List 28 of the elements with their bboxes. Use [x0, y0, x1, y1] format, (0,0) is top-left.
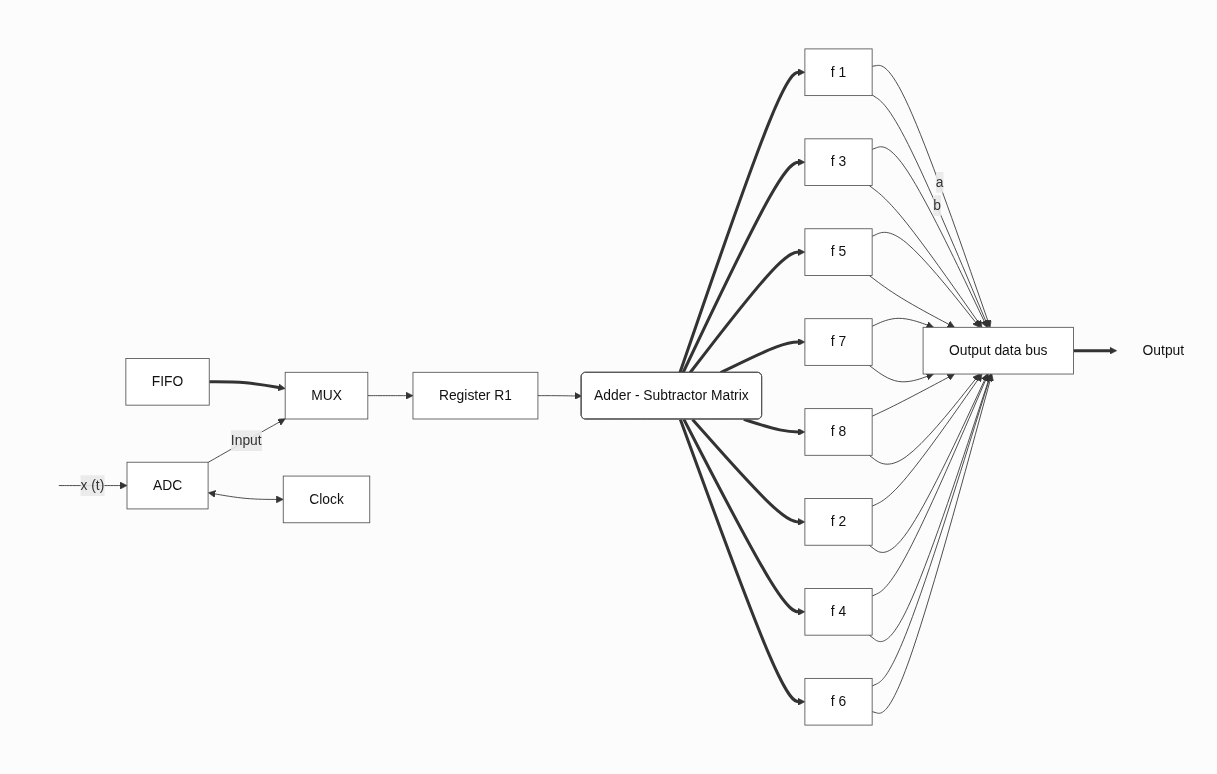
edge-label: b	[933, 197, 941, 213]
node-box: f 7	[804, 318, 873, 366]
node-box: Clock	[282, 475, 371, 524]
node-box: ADC	[126, 461, 209, 510]
edge-label: Input	[230, 432, 262, 448]
node-box: f 2	[804, 498, 873, 546]
edge-label: x (t)	[80, 477, 105, 493]
arrow	[678, 68, 806, 374]
node-box: Output data bus	[922, 326, 1074, 375]
arrow	[681, 158, 806, 374]
node-box: f 5	[804, 228, 873, 276]
node-box: FIFO	[125, 358, 210, 406]
node-box: f 3	[804, 138, 873, 186]
node-box: MUX	[284, 371, 369, 420]
node-box: f 1	[804, 48, 873, 97]
arrow	[678, 418, 806, 706]
arrow	[688, 248, 806, 374]
arrow	[691, 418, 806, 526]
arrow	[682, 418, 806, 616]
arrow	[743, 418, 806, 436]
node-box: f 8	[804, 408, 873, 456]
arrow	[1073, 346, 1117, 355]
edge-label: a	[935, 174, 944, 190]
node-box: f 6	[804, 678, 873, 726]
node-box: f 4	[804, 588, 873, 636]
arrow	[209, 380, 286, 392]
node-text: Output	[1142, 342, 1185, 358]
node-box: Register R1	[412, 371, 539, 420]
